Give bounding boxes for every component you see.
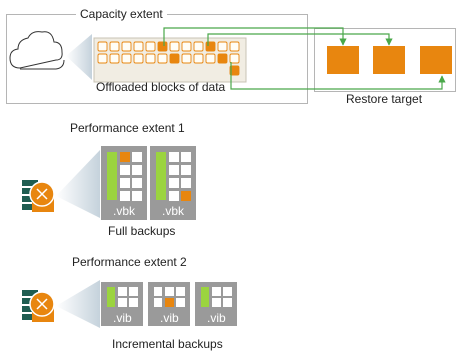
restore-block-icon (373, 46, 405, 74)
backup-file-vib-icon (148, 282, 190, 326)
backup-file-vbk-icon (150, 146, 196, 220)
data-block (193, 53, 204, 64)
data-block (229, 53, 240, 64)
data-block (121, 41, 132, 52)
data-block (169, 53, 180, 64)
data-block (193, 41, 204, 52)
data-block (133, 41, 144, 52)
data-block (109, 41, 120, 52)
performance-extent-1-title: Performance extent 1 (66, 121, 189, 135)
repository-icon (22, 290, 55, 322)
vib-file-3-ext: .vib (207, 311, 226, 325)
blocks-label: Offloaded blocks of data (96, 80, 226, 94)
projection-fan (56, 280, 100, 328)
vbk-file-1-ext: .vbk (113, 204, 136, 218)
data-block (97, 53, 108, 64)
data-block (217, 53, 228, 64)
projection-fan (66, 34, 92, 80)
data-block (229, 41, 240, 52)
data-block (229, 65, 240, 76)
backup-file-vbk-icon (101, 146, 147, 220)
restore-block-icon (420, 46, 452, 74)
incremental-backups-label: Incremental backups (112, 337, 223, 351)
data-block (97, 41, 108, 52)
vib-file-1-ext: .vib (113, 311, 132, 325)
projection-fan (56, 150, 100, 218)
vbk-file-2-ext: .vbk (162, 204, 185, 218)
data-block (169, 41, 180, 52)
restore-target-label: Restore target (344, 92, 425, 106)
restore-arrow-2 (207, 33, 393, 46)
restore-arrow-1 (163, 27, 347, 46)
performance-extent-2-title: Performance extent 2 (68, 255, 191, 269)
capacity-extent-title: Capacity extent (76, 7, 167, 21)
backup-file-vib-icon (101, 282, 143, 326)
data-block (157, 41, 168, 52)
data-block (133, 53, 144, 64)
data-block (181, 41, 192, 52)
backup-file-vib-icon (195, 282, 237, 326)
data-block (205, 41, 216, 52)
repository-icon (22, 180, 55, 212)
vib-file-2-ext: .vib (160, 311, 179, 325)
cloud-icon (9, 31, 63, 69)
data-block (157, 53, 168, 64)
restore-block-icon (327, 46, 359, 74)
data-block (145, 53, 156, 64)
data-block (217, 41, 228, 52)
data-block (145, 41, 156, 52)
data-block (205, 53, 216, 64)
data-block (181, 53, 192, 64)
full-backups-label: Full backups (108, 224, 176, 238)
data-block (121, 53, 132, 64)
data-block (109, 53, 120, 64)
restore-arrow-3 (230, 62, 446, 90)
